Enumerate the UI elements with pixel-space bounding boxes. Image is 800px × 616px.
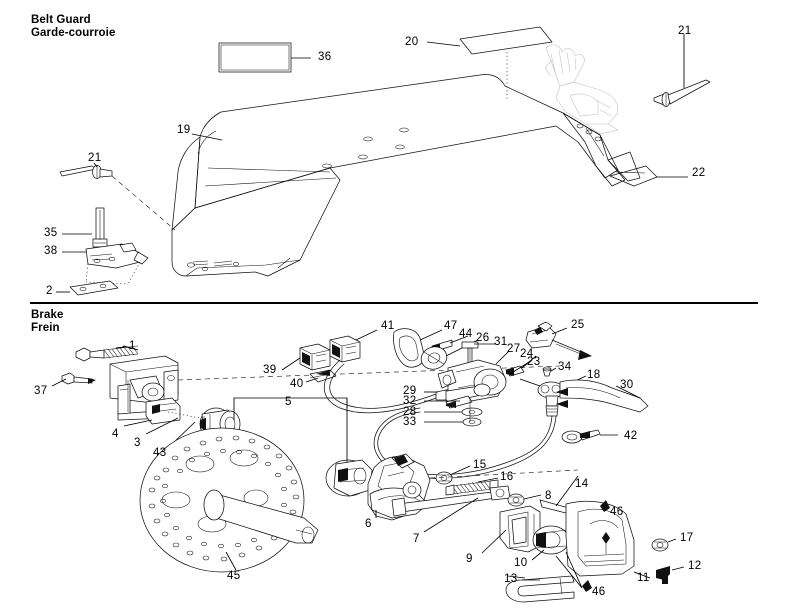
part-8-nut [508, 494, 524, 506]
part-11-guard-cover [566, 501, 634, 576]
part-10-bushing [533, 526, 569, 554]
callout-3: 3 [134, 437, 141, 449]
callout-7: 7 [413, 533, 420, 545]
part-21-rivet-right [654, 80, 710, 107]
callout-40: 40 [290, 378, 304, 390]
callout-34: 34 [558, 361, 572, 373]
callout-13: 13 [504, 573, 518, 585]
callout-42: 42 [624, 430, 638, 442]
callout-15: 15 [473, 459, 487, 471]
part-36-decal [219, 43, 291, 72]
brake-section-title: Brake Frein [31, 309, 64, 334]
callout-43: 43 [153, 447, 167, 459]
part-26-bushing [418, 344, 450, 373]
callout-30: 30 [620, 379, 634, 391]
part-40-clip [310, 370, 336, 382]
part-12-retainer-clip [656, 566, 670, 584]
callout-37: 37 [34, 385, 48, 397]
callout-5: 5 [285, 396, 292, 408]
part-18-cable-adjuster [538, 382, 564, 416]
callout-46-lower: 46 [592, 586, 606, 598]
callout-36: 36 [318, 51, 332, 63]
callout-29: 29 [403, 385, 417, 397]
callout-23: 23 [527, 356, 541, 368]
part-34-cone-nut [543, 367, 551, 376]
part-33-washer [463, 418, 481, 426]
part-9-bracket [500, 506, 540, 552]
callout-47: 47 [444, 320, 458, 332]
part-14-adjuster-rod [540, 500, 597, 521]
part-43-hub [200, 408, 240, 440]
callout-21-right: 21 [678, 25, 692, 37]
part-16-spring [446, 480, 498, 495]
part-4-master-cylinder [110, 356, 180, 424]
part-27-lever-housing [438, 360, 506, 402]
callout-14: 14 [575, 478, 589, 490]
callout-9: 9 [466, 553, 473, 565]
part-28-washer [462, 408, 482, 416]
part-44-pin [432, 340, 452, 352]
part-24-clip [506, 366, 524, 376]
belt-guard-section-title: Belt Guard Garde-courroie [31, 14, 116, 39]
part-21-rivet-left [60, 165, 112, 179]
callout-25: 25 [571, 319, 585, 331]
part-32-pin [446, 396, 472, 408]
part-46-washer-upper [600, 500, 610, 512]
callout-2: 2 [46, 285, 53, 297]
callout-1: 1 [129, 340, 136, 352]
callout-26: 26 [476, 332, 490, 344]
callout-38: 38 [44, 245, 58, 257]
callout-17: 17 [680, 532, 694, 544]
callout-39: 39 [263, 364, 277, 376]
callout-11: 11 [637, 572, 650, 584]
part-22-support-tab [608, 152, 657, 186]
part-30-brake-lever [556, 380, 648, 412]
callout-31: 31 [494, 336, 508, 348]
part-42-clip [562, 430, 600, 443]
part-19-belt-guard [172, 74, 625, 276]
callout-20: 20 [405, 36, 419, 48]
callout-28: 28 [403, 406, 417, 418]
part-15-nut [436, 472, 452, 484]
part-3-reservoir [146, 398, 180, 424]
part-6-caliper [368, 454, 430, 520]
callout-8: 8 [545, 490, 552, 502]
part-38-bracket [86, 243, 148, 268]
part-45-brake-disc [140, 428, 318, 572]
callout-45: 45 [227, 570, 241, 582]
callout-41: 41 [381, 320, 395, 332]
ghost-engine-assembly [545, 45, 618, 134]
part-35-trim-pin [93, 208, 107, 258]
callout-6: 6 [365, 518, 372, 530]
part-41-connector [330, 336, 360, 362]
part-17-nut [652, 539, 668, 551]
part-2-plate [70, 281, 118, 295]
callout-10: 10 [514, 557, 528, 569]
callout-24: 24 [520, 348, 534, 360]
callout-18: 18 [587, 369, 601, 381]
callout-44: 44 [459, 328, 473, 340]
part-7-brake-rod [392, 486, 510, 516]
callout-35: 35 [44, 227, 58, 239]
callout-21-left: 21 [88, 152, 102, 164]
part-47-grip-cover [394, 329, 425, 368]
callout-19: 19 [177, 124, 191, 136]
part-20-decal [460, 27, 552, 54]
callout-22: 22 [692, 167, 706, 179]
part-46-washer-lower [582, 580, 592, 592]
part-5-bracket [326, 460, 372, 496]
part-31-bolt [462, 342, 478, 378]
callout-33: 33 [403, 416, 417, 428]
part-39-connector [300, 344, 330, 370]
callout-46-upper: 46 [610, 506, 624, 518]
callout-16: 16 [500, 471, 514, 483]
callout-27: 27 [507, 343, 521, 355]
part-37-bolt [62, 373, 96, 384]
callout-12: 12 [688, 560, 702, 572]
section-divider [30, 302, 758, 305]
callout-4: 4 [112, 428, 119, 440]
part-29-lever [436, 384, 490, 402]
callout-32: 32 [403, 395, 417, 407]
